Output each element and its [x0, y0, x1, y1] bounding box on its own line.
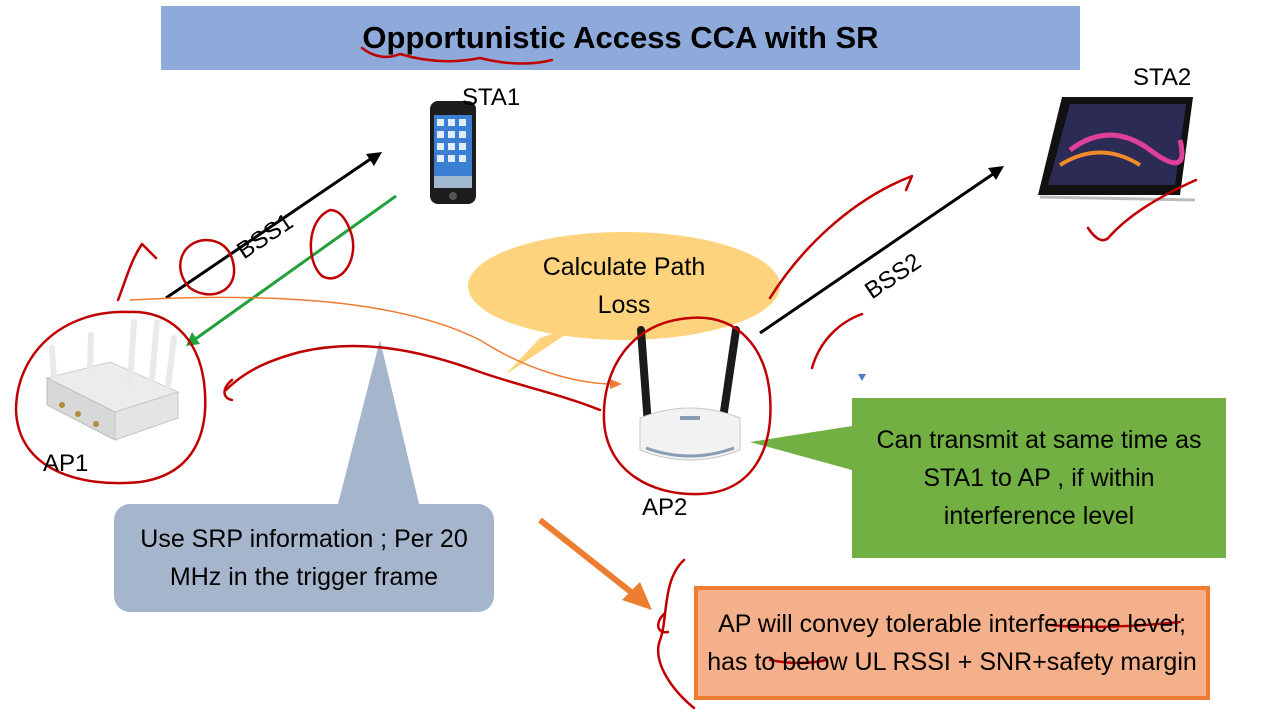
- srp-box: [114, 504, 494, 612]
- title-bar: Opportunistic Access CCA with SR: [161, 6, 1080, 70]
- handwritten-annotations: [14, 46, 1198, 710]
- sta2-tablet-icon: [1038, 97, 1196, 202]
- path-loss-text: Calculate Path Loss: [542, 253, 706, 319]
- tolerable-box: [694, 586, 1210, 700]
- tolerable-pointer-arrow: [538, 517, 652, 610]
- ap2-router-icon: [637, 326, 741, 461]
- small-marker: [858, 374, 866, 381]
- bss2-link-arrow: [759, 166, 1004, 335]
- transmit-text: Can transmit at same time as STA1 to AP …: [876, 426, 1202, 530]
- uplink-arrow: [186, 194, 397, 346]
- srp-callout-pointer: [337, 340, 420, 508]
- slide-title: Opportunistic Access CCA with SR: [362, 20, 879, 55]
- transmit-callout-pointer: [750, 426, 852, 470]
- bss1-link-arrow: [165, 152, 382, 300]
- sta1-phone-icon: [430, 101, 476, 204]
- transmit-box: [852, 398, 1226, 558]
- ap1-router-icon: [45, 319, 180, 441]
- ap1-label: AP1: [43, 450, 89, 477]
- ap2-label: AP2: [642, 494, 688, 521]
- srp-text: Use SRP information ; Per 20 MHz in the …: [140, 525, 468, 591]
- tolerable-text: AP will convey tolerable interference le…: [707, 610, 1197, 676]
- sta1-label: STA1: [462, 84, 521, 111]
- sta2-label: STA2: [1133, 64, 1192, 91]
- path-loss-curve: [129, 296, 622, 389]
